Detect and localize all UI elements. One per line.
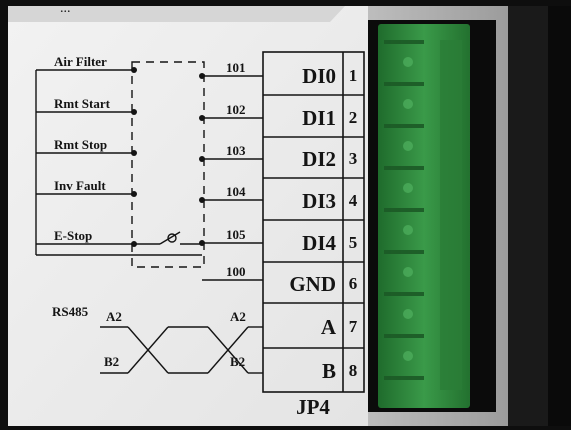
rs485-right-b: B2 [230, 354, 245, 369]
wire-number: 101 [226, 60, 246, 75]
pin-number: 6 [349, 274, 358, 293]
rs485-right-a: A2 [230, 309, 246, 324]
label-panel [8, 6, 368, 426]
wire-number: 103 [226, 143, 246, 158]
wire-number: 104 [226, 184, 246, 199]
signal-name: DI4 [302, 231, 336, 255]
input-label: E-Stop [54, 228, 92, 243]
pin-number: 2 [349, 108, 358, 127]
input-label: Inv Fault [54, 178, 106, 193]
input-label: Air Filter [54, 54, 107, 69]
signal-name: DI3 [302, 189, 336, 213]
wire-number: 100 [226, 264, 246, 279]
header-partial: ... [60, 1, 71, 16]
signal-name: A [321, 315, 337, 339]
signal-name: DI2 [302, 147, 336, 171]
signal-name: GND [289, 272, 336, 296]
pin-number: 5 [349, 233, 358, 252]
wire-number: 105 [226, 227, 246, 242]
signal-name: DI0 [302, 64, 336, 88]
rs485-left-b: B2 [104, 354, 119, 369]
pin-number: 7 [349, 317, 358, 336]
pin-number: 4 [349, 191, 358, 210]
signal-name: DI1 [302, 106, 336, 130]
input-label: Rmt Start [54, 96, 111, 111]
connector-label: JP4 [296, 395, 330, 419]
pin-number: 1 [349, 66, 358, 85]
input-label: Rmt Stop [54, 137, 107, 152]
rs485-left-a: A2 [106, 309, 122, 324]
signal-name: B [322, 359, 336, 383]
green-terminal-block [378, 24, 470, 408]
wire-number: 102 [226, 102, 246, 117]
pin-number: 3 [349, 149, 358, 168]
rs485-title: RS485 [52, 304, 89, 319]
pin-number: 8 [349, 361, 358, 380]
terminal-table [262, 51, 365, 393]
